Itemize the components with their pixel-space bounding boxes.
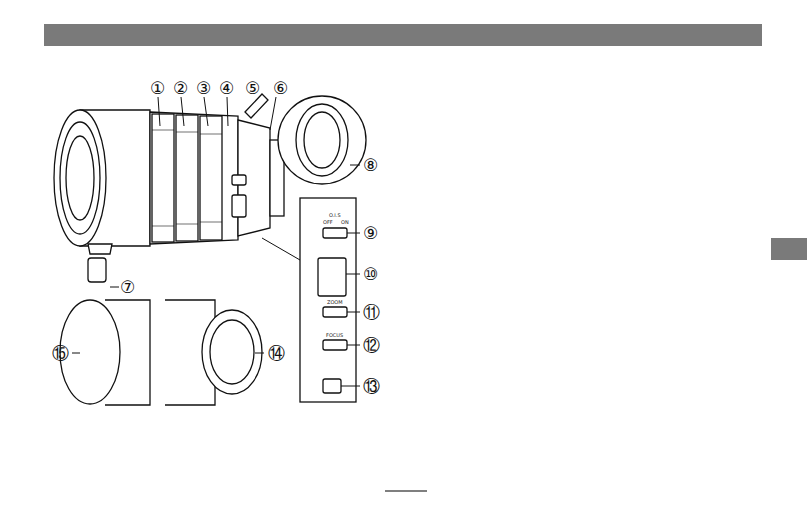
side-tab <box>771 238 807 260</box>
front-glass-inner <box>66 136 94 220</box>
callout-number: ① <box>150 80 165 97</box>
callout-number: ⑦ <box>120 279 135 296</box>
ring-2 <box>176 115 198 241</box>
switch-label: FOCUS <box>326 333 343 338</box>
zoom-switch <box>323 307 347 317</box>
callout-number: ② <box>173 80 188 97</box>
switch-label: ON <box>341 220 349 225</box>
lock-switch <box>323 379 341 393</box>
callout-number: ⑬ <box>363 378 380 395</box>
ring-3 <box>200 116 222 240</box>
focus-switch <box>323 340 347 350</box>
callout-number: ⑤ <box>245 80 260 97</box>
page-rule <box>385 490 427 491</box>
callout-number: ⑮ <box>52 345 69 362</box>
tripod-foot <box>88 244 112 254</box>
callout-number: ⑫ <box>363 337 380 354</box>
leader-lines <box>72 97 360 386</box>
front-cap <box>60 300 120 404</box>
switch-label: ZOOM <box>327 300 343 305</box>
ring-barrel <box>150 112 238 244</box>
switch-label: O.I.S <box>329 213 341 218</box>
callout-number: ⑩ <box>363 266 378 283</box>
knob <box>88 258 106 282</box>
switch <box>232 175 246 185</box>
mount-ring <box>296 104 348 176</box>
header-bar <box>44 24 762 46</box>
zoom-rocker <box>318 258 346 296</box>
callout-number: ③ <box>196 80 211 97</box>
ois-switch <box>323 228 347 238</box>
switch-label: OFF <box>323 220 333 225</box>
zoom-rocker <box>232 195 246 217</box>
pencil-tool <box>245 94 268 118</box>
callout-number: ⑭ <box>268 345 285 362</box>
rear-cap <box>202 310 262 394</box>
callout-number: ⑥ <box>273 80 288 97</box>
mount-inset <box>278 96 366 184</box>
callout-number: ⑧ <box>363 157 378 174</box>
callout-number: ④ <box>219 80 234 97</box>
callout-number: ⑨ <box>363 225 378 242</box>
front-element <box>54 110 106 246</box>
rear-cap-inner <box>210 320 254 384</box>
ring-1 <box>152 114 174 242</box>
switch-panel <box>300 198 356 402</box>
mount-ring-inner <box>304 112 340 168</box>
front-glass <box>60 122 100 234</box>
callout-number: ⑪ <box>363 304 380 321</box>
